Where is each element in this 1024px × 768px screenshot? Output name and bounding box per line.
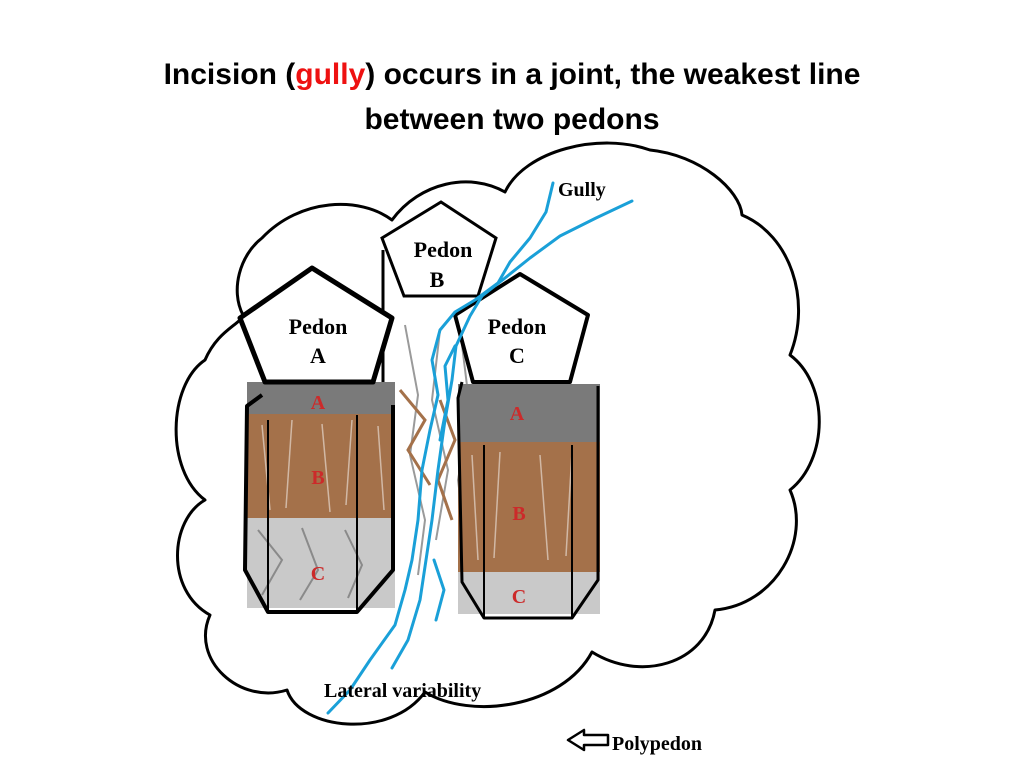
pedon-c-letter: C (509, 343, 525, 368)
pedon-c-word: Pedon (488, 314, 547, 339)
gully-label: Gully (558, 179, 606, 201)
title-highlight: gully (295, 58, 366, 91)
pedon-a-horizon-a: A (311, 392, 326, 414)
polypedon-label: Polypedon (612, 733, 702, 755)
pedon-c-horizon-b: B (512, 503, 525, 525)
pedon-a-horizon-c: C (311, 563, 325, 585)
lateral-variability-label: Lateral variability (324, 680, 481, 702)
title-line2: between two pedons (364, 103, 660, 136)
pedon-a-horizon-b: B (311, 467, 324, 489)
pedon-b-word: Pedon (414, 237, 473, 262)
pedon-b-letter: B (430, 267, 445, 292)
slide-title: Incision (gully) occurs in a joint, the … (0, 52, 1024, 142)
pedon-c-horizon-c: C (512, 586, 526, 608)
title-part2: ) occurs in a joint, the weakest line (365, 58, 861, 91)
pedon-c-horizon-a-band (458, 384, 600, 442)
pedon-c-horizon-b-band (458, 442, 600, 572)
pedon-c: Pedon C A B C (453, 272, 600, 620)
pedon-a: Pedon A A B C (237, 265, 395, 614)
pedon-a-horizon-b-band (247, 414, 395, 518)
pedon-c-horizon-a: A (510, 403, 525, 425)
title-part1: Incision ( (163, 58, 296, 91)
pedon-a-letter: A (310, 343, 326, 368)
gully-line (326, 181, 634, 715)
polypedon-arrow-icon (566, 728, 610, 752)
pedon-a-horizon-c-band (247, 518, 395, 608)
pedon-c-horizon-c-band (458, 572, 600, 614)
pedon-a-word: Pedon (289, 314, 348, 339)
pedon-a-horizon-a-band (247, 382, 395, 414)
